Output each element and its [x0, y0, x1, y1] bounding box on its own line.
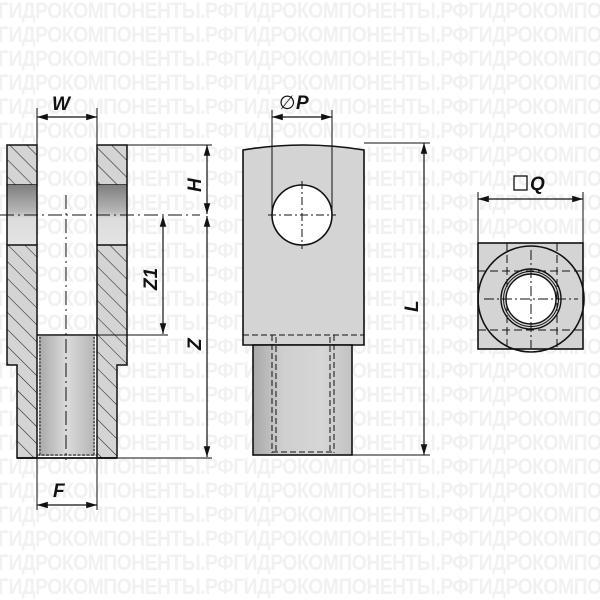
dimension-p: ∅ P [271, 93, 333, 215]
diameter-symbol: ∅ [279, 93, 296, 114]
label-l: L [402, 300, 423, 312]
label-z: Z [185, 337, 206, 351]
watermark-row: ГИДРОКОМПОНЕНТЫ.РФГИДРОКОМПОНЕНТЫ.РФГИДР… [0, 478, 600, 503]
square-symbol [513, 175, 528, 191]
dimension-w: W [36, 94, 98, 145]
label-p: P [296, 93, 309, 114]
end-view [477, 242, 585, 353]
label-q: Q [530, 174, 545, 195]
watermark-row: ГИДРОКОМПОНЕНТЫ.РФГИДРОКОМПОНЕНТЫ.РФГИДР… [0, 46, 600, 71]
dimension-f: F [36, 458, 98, 510]
section-view [0, 144, 200, 460]
watermark-row: ГИДРОКОМПОНЕНТЫ.РФГИДРОКОМПОНЕНТЫ.РФГИДР… [0, 502, 600, 527]
watermark-row: ГИДРОКОМПОНЕНТЫ.РФГИДРОКОМПОНЕНТЫ.РФГИДР… [0, 118, 600, 143]
watermark-row: ГИДРОКОМПОНЕНТЫ.РФГИДРОКОМПОНЕНТЫ.РФГИДР… [0, 22, 600, 47]
dimension-l: L [352, 142, 430, 456]
watermark-row: ГИДРОКОМПОНЕНТЫ.РФГИДРОКОМПОНЕНТЫ.РФГИДР… [0, 526, 600, 551]
watermark-row: ГИДРОКОМПОНЕНТЫ.РФГИДРОКОМПОНЕНТЫ.РФГИДР… [0, 574, 600, 599]
front-view [242, 144, 365, 456]
watermark-row: ГИДРОКОМПОНЕНТЫ.РФГИДРОКОМПОНЕНТЫ.РФГИДР… [0, 550, 600, 575]
watermark-row: ГИДРОКОМПОНЕНТЫ.РФГИДРОКОМПОНЕНТЫ.РФГИДР… [0, 0, 600, 23]
watermark-row: ГИДРОКОМПОНЕНТЫ.РФГИДРОКОМПОНЕНТЫ.РФГИДР… [0, 70, 600, 95]
label-z1: Z1 [141, 268, 162, 291]
dimension-h-z: H Z [117, 144, 212, 459]
label-h: H [185, 177, 206, 192]
label-w: W [52, 94, 72, 115]
label-f: F [53, 481, 66, 502]
dimension-q: Q [477, 174, 584, 243]
dimension-z1: Z1 [97, 216, 168, 336]
